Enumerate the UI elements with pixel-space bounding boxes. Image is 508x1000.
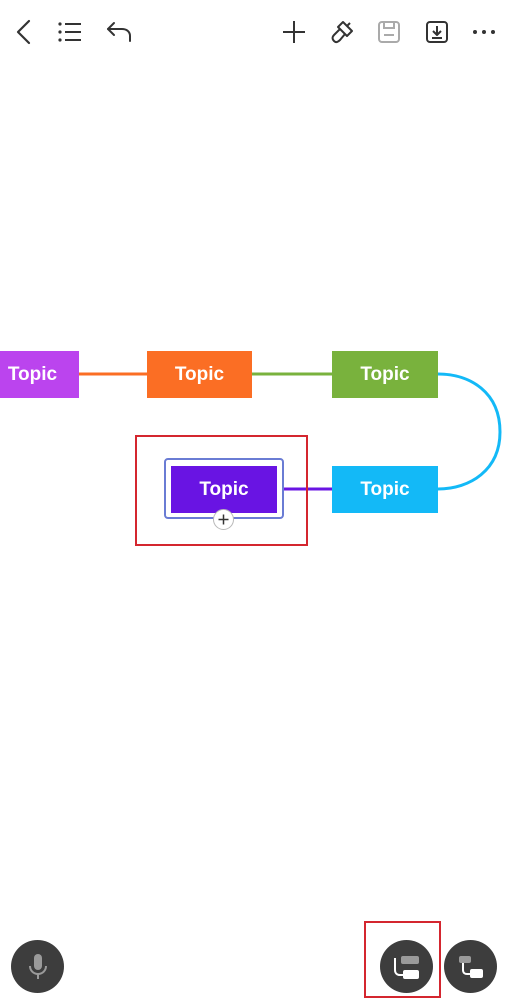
- export-download-icon: [426, 21, 448, 43]
- more-icon: [473, 30, 495, 34]
- layout-button[interactable]: [380, 940, 433, 993]
- save-button[interactable]: [371, 14, 407, 50]
- topic-node[interactable]: Topic: [332, 351, 438, 398]
- topic-label: Topic: [360, 363, 410, 385]
- outline-list-icon: [58, 22, 81, 42]
- add-topic-button[interactable]: [276, 14, 312, 50]
- plus-icon: [218, 514, 229, 525]
- back-button[interactable]: [6, 14, 42, 50]
- back-icon: [16, 19, 31, 45]
- save-icon: [378, 21, 400, 43]
- microphone-icon: [28, 953, 47, 979]
- format-button[interactable]: [324, 14, 360, 50]
- connector-green-blue: [437, 372, 502, 491]
- topic-label: Topic: [360, 478, 410, 500]
- topic-label: Topic: [174, 363, 225, 385]
- add-icon: [283, 21, 305, 43]
- undo-icon: [107, 22, 131, 42]
- voice-input-button[interactable]: [11, 940, 64, 993]
- structure-button[interactable]: [444, 940, 497, 993]
- outline-button[interactable]: [52, 14, 88, 50]
- topic-node[interactable]: Topic: [147, 351, 252, 398]
- format-brush-icon: [331, 21, 353, 44]
- layout-icon: [393, 955, 419, 979]
- add-child-topic-button[interactable]: [213, 509, 234, 530]
- topic-node[interactable]: Topic: [332, 466, 438, 513]
- topic-label: Topic: [7, 363, 58, 385]
- structure-icon: [458, 955, 483, 978]
- export-button[interactable]: [419, 14, 455, 50]
- undo-button[interactable]: [101, 14, 137, 50]
- selected-topic-node[interactable]: Topic: [171, 466, 277, 513]
- more-button[interactable]: [466, 14, 502, 50]
- topic-label: Topic: [199, 478, 249, 500]
- topic-node[interactable]: Topic: [0, 351, 79, 398]
